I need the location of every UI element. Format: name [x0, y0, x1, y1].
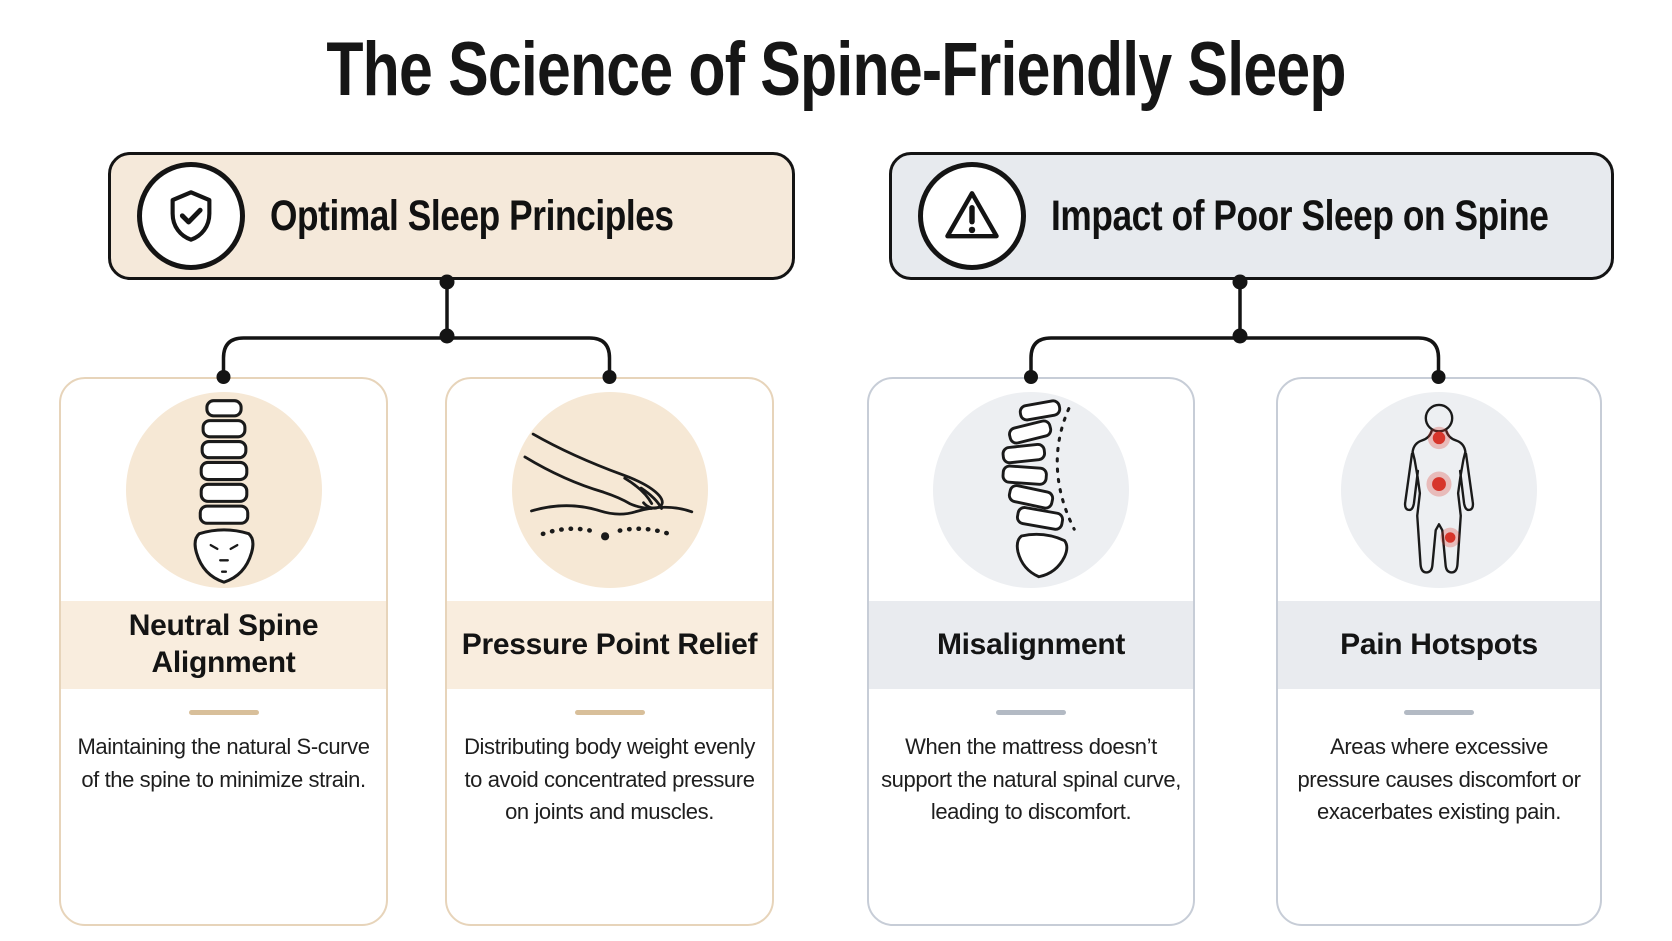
card-pressure-point-relief: Pressure Point Relief Distributing body …: [445, 377, 774, 926]
card-description: When the mattress doesn’t support the na…: [881, 734, 1181, 825]
card-divider: [996, 710, 1066, 715]
card-description: Distributing body weight evenly to avoid…: [464, 734, 755, 825]
hand-pressure-icon: [511, 392, 708, 588]
optimal-header-label: Optimal Sleep Principles: [270, 191, 674, 240]
card-title-band: Pressure Point Relief: [447, 601, 772, 689]
card-icon-area: [61, 379, 386, 601]
card-divider: [188, 710, 259, 715]
card-misalignment: Misalignment When the mattress doesn’t s…: [867, 377, 1195, 926]
card-description: Areas where excessive pressure causes di…: [1297, 734, 1581, 825]
body-hotspots-icon: [1341, 392, 1537, 588]
card-description: Maintaining the natural S-curve of the s…: [77, 734, 370, 792]
card-title: Misalignment: [936, 627, 1126, 661]
card-title: Pressure Point Relief: [461, 627, 758, 661]
impact-header-label: Impact of Poor Sleep on Spine: [1051, 191, 1549, 240]
impact-header: Impact of Poor Sleep on Spine: [889, 152, 1614, 280]
card-icon-area: [447, 379, 772, 601]
connector-right: [1024, 274, 1446, 384]
card-title: Neutral Spine Alignment: [128, 609, 319, 679]
warning-triangle-icon: [918, 162, 1026, 270]
card-title-band: Misalignment: [869, 601, 1193, 689]
card-title-band: Pain Hotspots: [1278, 601, 1600, 689]
card-icon-area: [1278, 379, 1600, 601]
page-title: The Science of Spine-Friendly Sleep: [326, 27, 1346, 112]
connector-left: [216, 274, 617, 384]
card-title-band: Neutral Spine Alignment: [61, 601, 386, 689]
shield-check-icon: [137, 162, 245, 270]
card-icon-area: [869, 379, 1193, 601]
card-title: Pain Hotspots: [1340, 627, 1538, 661]
card-divider: [574, 710, 645, 715]
card-neutral-spine-alignment: Neutral Spine Alignment Maintaining the …: [59, 377, 388, 926]
card-pain-hotspots: Pain Hotspots Areas where excessive pres…: [1276, 377, 1602, 926]
card-divider: [1404, 710, 1474, 715]
optimal-principles-header: Optimal Sleep Principles: [108, 152, 795, 280]
curved-spine-icon: [933, 392, 1129, 588]
straight-spine-icon: [125, 392, 322, 588]
